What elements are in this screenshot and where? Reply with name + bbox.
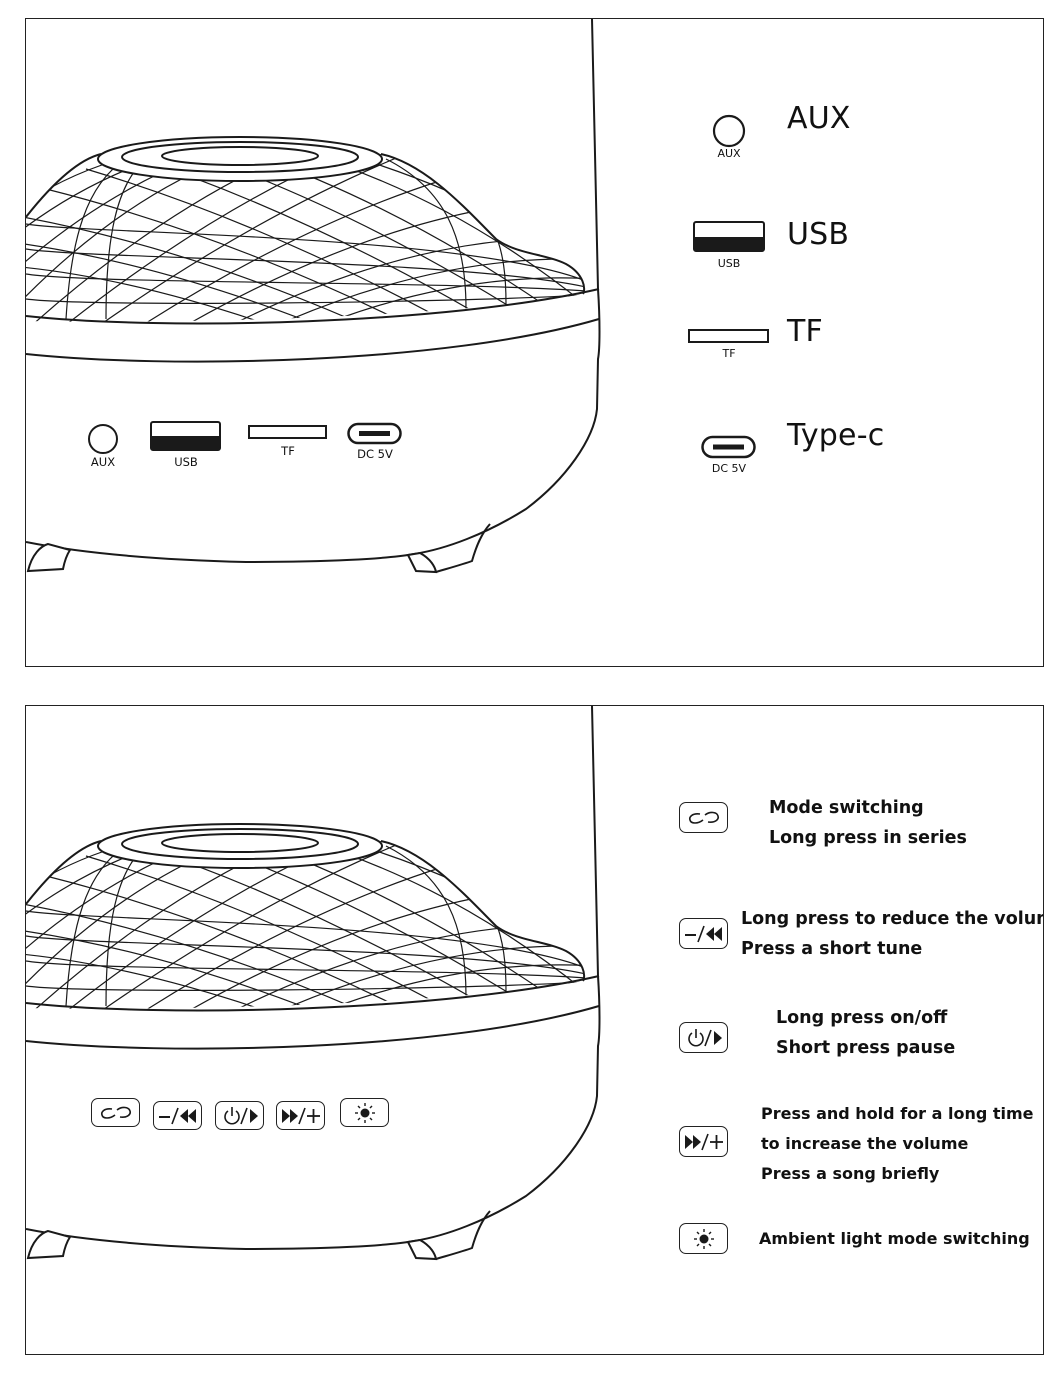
- mode-link-icon: [100, 1106, 131, 1119]
- legend-line: Ambient light mode switching: [759, 1229, 1030, 1248]
- legend-ambient-light-button: [679, 1223, 728, 1254]
- legend-text-ambient-light: Ambient light mode switching: [759, 1224, 1030, 1254]
- tf-card-slot-icon: [248, 425, 327, 439]
- legend-line: Press and hold for a long time: [761, 1104, 1034, 1123]
- ambient-light-button[interactable]: [340, 1098, 389, 1127]
- next-volume-up-icon: [684, 1133, 723, 1150]
- usb-port-icon: [693, 221, 765, 252]
- legend-mode-button: [679, 802, 728, 833]
- legend-caption-dc: DC 5V: [711, 462, 747, 475]
- legend-text-volume-down: Long press to reduce the volume Press a …: [741, 904, 1044, 964]
- ports-panel: AUX USB TF DC 5V AUX AUX USB USB: [25, 18, 1044, 667]
- speaker-illustration: [26, 19, 601, 574]
- legend-line: Long press on/off: [776, 1008, 948, 1028]
- legend-text-power: Long press on/off Short press pause: [776, 1003, 955, 1063]
- legend-volume-down-button: [679, 918, 728, 949]
- port-label-aux: AUX: [90, 455, 116, 469]
- ambient-light-icon: [354, 1102, 375, 1123]
- legend-line: Long press in series: [769, 828, 967, 848]
- legend-caption-usb: USB: [717, 257, 741, 270]
- mode-link-icon: [688, 811, 719, 824]
- legend-line: Press a short tune: [741, 939, 923, 959]
- legend-label-type-c: Type-c: [787, 418, 885, 453]
- volume-down-previous-icon: [684, 925, 722, 942]
- legend-text-mode: Mode switching Long press in series: [769, 793, 967, 853]
- port-label-usb: USB: [174, 455, 198, 469]
- legend-power-button: [679, 1022, 728, 1053]
- legend-line: Long press to reduce the volume: [741, 909, 1044, 929]
- legend-label-aux: AUX: [787, 101, 851, 136]
- port-label-dc: DC 5V: [357, 447, 393, 461]
- ambient-light-icon: [693, 1228, 714, 1249]
- legend-line: to increase the volume: [761, 1134, 969, 1153]
- legend-label-usb: USB: [787, 217, 850, 252]
- legend-caption-aux: AUX: [717, 147, 741, 160]
- power-play-icon: [223, 1106, 258, 1124]
- aux-jack-icon: [712, 114, 746, 148]
- power-play-button[interactable]: [215, 1101, 264, 1130]
- legend-volume-up-button: [679, 1126, 728, 1157]
- port-label-tf: TF: [281, 444, 295, 458]
- speaker-illustration: [26, 706, 601, 1261]
- legend-text-volume-up: Press and hold for a long time to increa…: [761, 1099, 1034, 1189]
- mode-button[interactable]: [91, 1098, 140, 1127]
- legend-line: Short press pause: [776, 1038, 956, 1058]
- next-volume-up-icon: [281, 1107, 320, 1124]
- usb-port-icon: [150, 421, 221, 451]
- legend-label-tf: TF: [787, 314, 823, 349]
- type-c-port-icon: [701, 435, 756, 459]
- tf-card-slot-icon: [688, 329, 769, 343]
- volume-down-previous-icon: [158, 1107, 196, 1124]
- aux-jack-icon: [88, 424, 118, 454]
- power-play-icon: [687, 1028, 722, 1046]
- volume-down-previous-button[interactable]: [153, 1101, 202, 1130]
- legend-caption-tf: TF: [722, 347, 736, 360]
- buttons-panel: Mode switching Long press in series Long…: [25, 705, 1044, 1355]
- legend-line: Mode switching: [769, 798, 924, 818]
- legend-line: Press a song briefly: [761, 1164, 940, 1183]
- type-c-port-icon: [347, 422, 402, 445]
- next-volume-up-button[interactable]: [276, 1101, 325, 1130]
